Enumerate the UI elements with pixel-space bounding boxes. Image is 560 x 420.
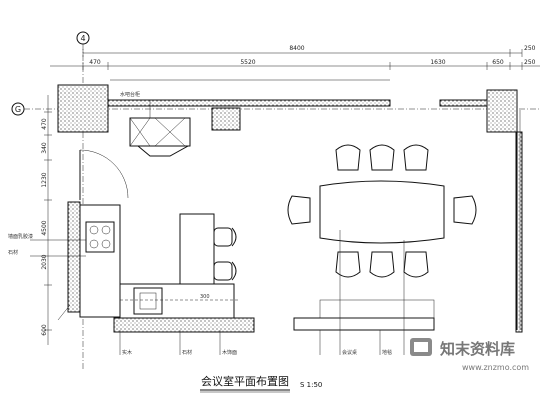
dim-left-1: 470 (41, 118, 48, 130)
wall-column-top-left (57, 84, 109, 133)
sideboard (293, 230, 435, 355)
grid-axis-4: 4 (76, 31, 90, 370)
dim-left-5: 2030 (41, 254, 48, 269)
drawing-title: 会议室平面布置图 (201, 374, 289, 388)
label-bottom-e: 地毯 (382, 349, 392, 356)
grid-axis-g-label: G (15, 105, 21, 114)
watermark-logo-icon (410, 338, 432, 356)
dim-top-small: 250 (524, 45, 536, 52)
drawing-title-block: 会议室平面布置图 S 1:50 (200, 374, 322, 393)
chair (335, 251, 361, 278)
dim-left-2: 340 (41, 142, 48, 154)
wall-bottom (113, 317, 255, 333)
grid-axis-g: G (11, 102, 540, 116)
dim-seg-5: 250 (524, 59, 536, 66)
top-cabinet: 水吧台柜 (120, 91, 191, 157)
sink (133, 287, 163, 315)
wall-right (515, 131, 523, 333)
watermark-url: www.znzmo.com (462, 363, 529, 372)
watermark: 知末资料库 www.znzmo.com (410, 338, 529, 372)
chair (369, 144, 395, 171)
chair (369, 251, 395, 278)
label-top-cabinet: 水吧台柜 (120, 91, 140, 98)
wall-top (107, 99, 391, 107)
wall-column-top-right (486, 89, 518, 133)
top-dimensions: 8400 250 470 5520 1630 650 250 (50, 45, 540, 81)
stove (85, 221, 115, 253)
label-left-b: 石材 (8, 249, 18, 256)
bar-stool (213, 261, 233, 281)
left-counter: 墙面乳胶漆 石材 (8, 204, 121, 318)
bar-stools (213, 227, 237, 281)
wall-stub-top (211, 107, 241, 131)
drawing-scale: S 1:50 (300, 381, 322, 389)
label-bottom-d: 会议桌 (342, 349, 357, 356)
chair (403, 251, 429, 278)
dim-total: 8400 (289, 45, 304, 52)
chair (453, 195, 477, 225)
wall-left (67, 201, 81, 313)
conference-table-group (287, 144, 477, 278)
bottom-labels: 实木 石材 木饰面 会议桌 地毯 (119, 330, 392, 356)
conference-table (319, 180, 445, 244)
dim-left-3: 1230 (41, 172, 48, 187)
dim-left-6: 600 (41, 324, 48, 336)
label-bottom-a: 实木 (122, 349, 132, 356)
label-bottom-c: 木饰面 (222, 349, 237, 356)
chair (403, 144, 429, 171)
bar-stool (213, 227, 233, 247)
chair (287, 195, 311, 225)
dim-seg-2: 5520 (240, 59, 255, 66)
counter-height: 300 (200, 294, 210, 300)
label-left-a: 墙面乳胶漆 (8, 233, 33, 240)
label-bottom-b: 石材 (182, 349, 192, 356)
grid-axis-4-label: 4 (80, 34, 85, 43)
dim-seg-4: 650 (492, 59, 504, 66)
island: 300 (119, 213, 240, 319)
watermark-brand: 知末资料库 (440, 340, 515, 358)
chair (335, 144, 361, 171)
door (57, 149, 129, 321)
wall-top-right (439, 99, 488, 107)
dim-left-4: 4500 (41, 220, 48, 235)
dim-seg-1: 470 (89, 59, 101, 66)
dim-seg-3: 1630 (430, 59, 445, 66)
left-dimensions: 470 340 1230 4500 2030 600 (41, 95, 52, 345)
walls (57, 84, 523, 333)
